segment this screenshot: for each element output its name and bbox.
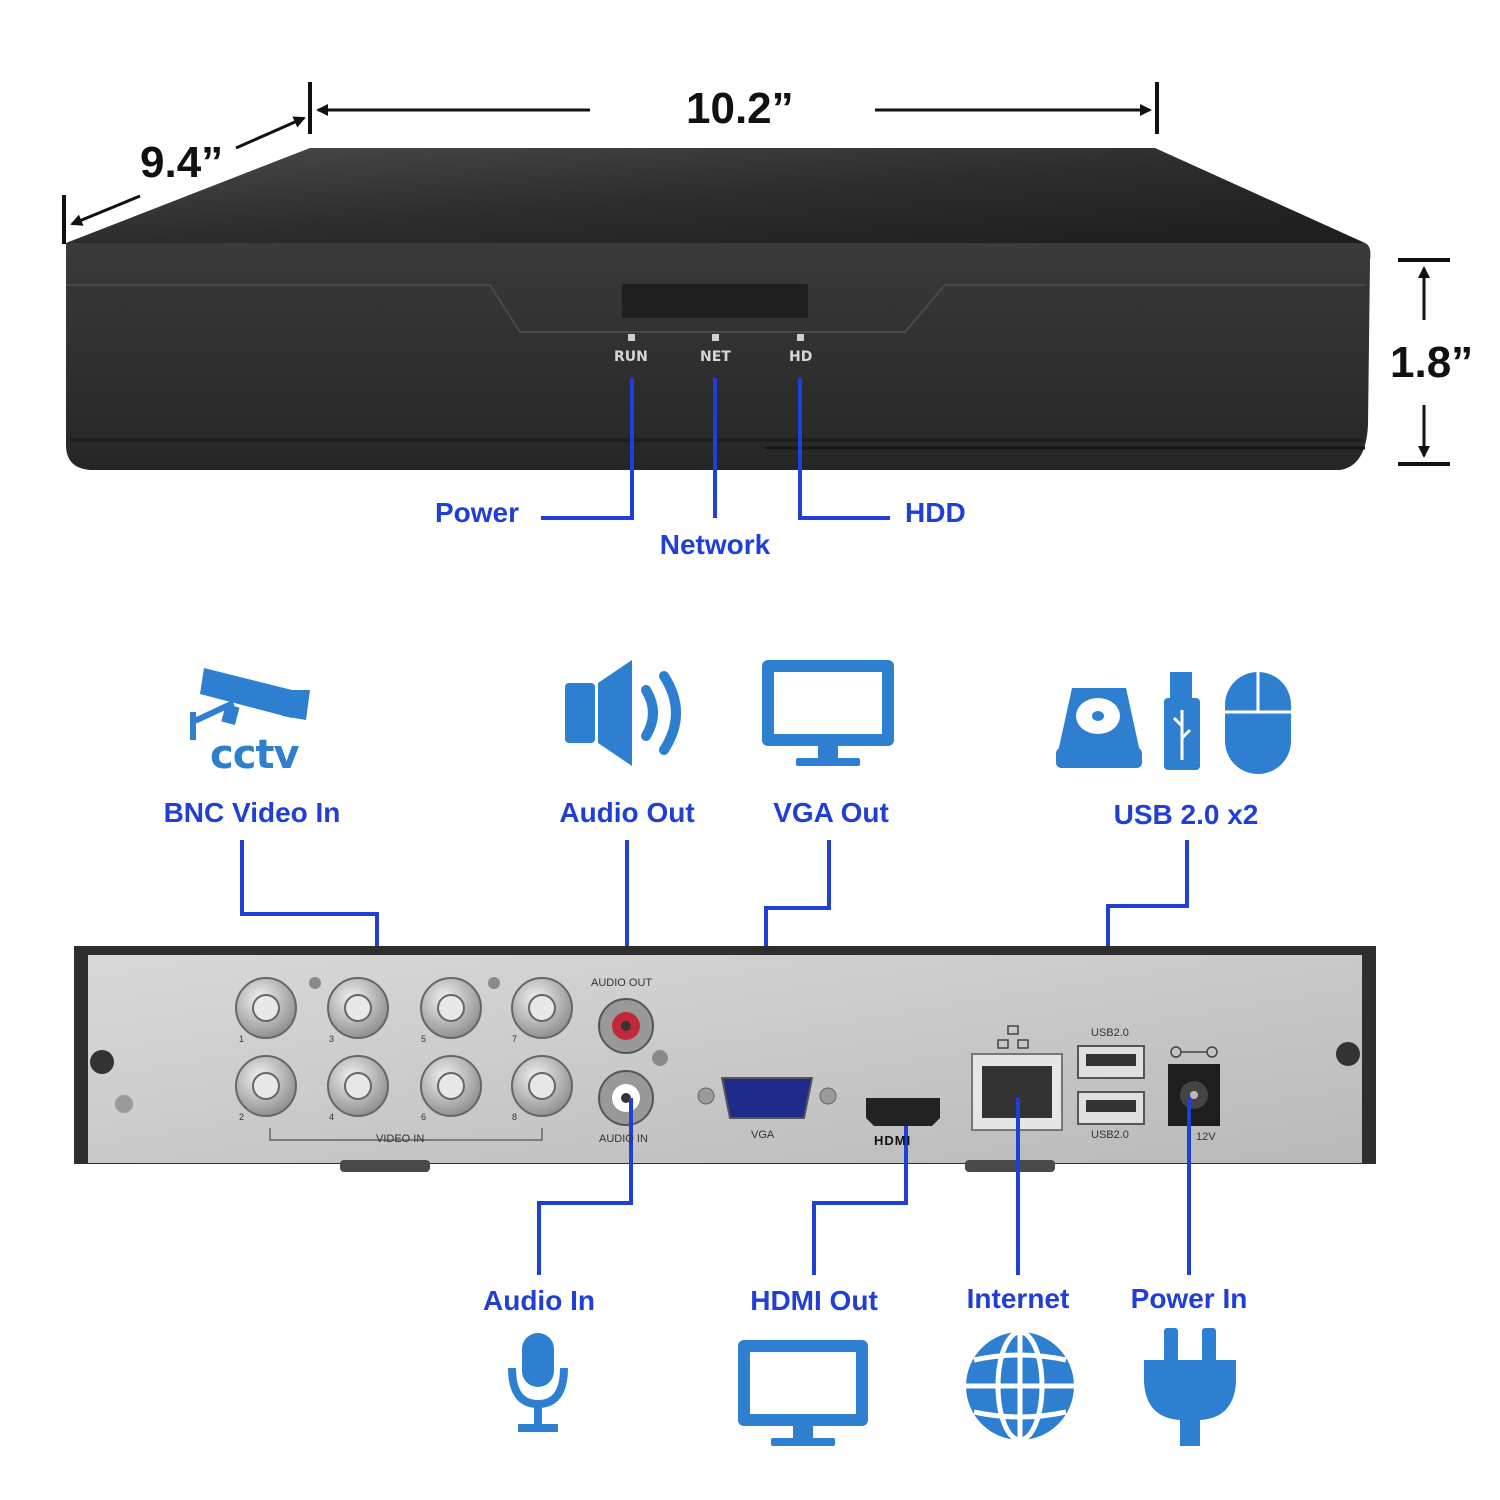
height-dimension-label: 1.8” bbox=[1390, 338, 1474, 387]
usb-stick-icon bbox=[1164, 672, 1200, 770]
hdd-icon bbox=[1056, 688, 1142, 768]
bnc-number-7: 7 bbox=[512, 1034, 518, 1044]
port-label-video-in: VIDEO IN bbox=[376, 1133, 425, 1145]
cctv-icon-text: cctv bbox=[210, 732, 300, 778]
callout-usb: USB 2.0 x2 bbox=[1113, 799, 1259, 830]
display-window bbox=[622, 284, 808, 318]
dvr-top-surface bbox=[66, 148, 1365, 243]
vga-monitor-icon bbox=[762, 660, 894, 766]
callout-hdd: HDD bbox=[905, 497, 966, 528]
dvr-front-face bbox=[66, 243, 1371, 470]
bnc-number-6: 6 bbox=[421, 1112, 427, 1122]
callout-power-in: Power In bbox=[1130, 1283, 1248, 1314]
globe-icon bbox=[966, 1329, 1074, 1443]
port-label-audio-in: AUDIO IN bbox=[599, 1133, 648, 1145]
mouse-icon bbox=[1225, 672, 1291, 774]
port-label-power: 12V bbox=[1196, 1131, 1216, 1143]
callout-network: Network bbox=[659, 529, 771, 560]
hd-led bbox=[797, 334, 804, 341]
vga-port bbox=[720, 1077, 814, 1119]
bnc-connectors bbox=[235, 977, 573, 1117]
callout-bnc-video-in: BNC Video In bbox=[163, 797, 341, 828]
bnc-number-8: 8 bbox=[512, 1112, 518, 1122]
cctv-camera-icon bbox=[190, 668, 310, 740]
bnc-number-3: 3 bbox=[329, 1034, 335, 1044]
led-label-run: RUN bbox=[614, 349, 648, 365]
bnc-number-4: 4 bbox=[329, 1112, 335, 1122]
callout-audio-in: Audio In bbox=[483, 1285, 595, 1316]
callout-vga-out: VGA Out bbox=[773, 797, 889, 828]
dvr-front-view bbox=[66, 148, 1371, 470]
port-label-hdmi: HDMI bbox=[874, 1133, 912, 1148]
width-dimension-label: 10.2” bbox=[686, 84, 794, 133]
callout-hdmi-out: HDMI Out bbox=[750, 1285, 878, 1316]
speaker-icon bbox=[565, 660, 681, 766]
dvr-rear-panel bbox=[74, 946, 1376, 1172]
net-led bbox=[712, 334, 719, 341]
callout-audio-out: Audio Out bbox=[559, 797, 695, 828]
power-plug-icon bbox=[1144, 1328, 1236, 1446]
callout-internet: Internet bbox=[966, 1283, 1070, 1314]
bnc-number-5: 5 bbox=[421, 1034, 427, 1044]
dimension-lines bbox=[62, 82, 1450, 466]
depth-dimension-label: 9.4” bbox=[140, 138, 224, 187]
hdmi-port bbox=[866, 1098, 940, 1126]
port-label-vga: VGA bbox=[751, 1129, 775, 1141]
run-led bbox=[628, 334, 635, 341]
callout-power: Power bbox=[435, 497, 520, 528]
microphone-icon bbox=[508, 1333, 568, 1432]
bottom-callout-lines bbox=[537, 1098, 1191, 1275]
port-label-audio-out: AUDIO OUT bbox=[591, 977, 653, 989]
front-callout-lines bbox=[541, 378, 890, 520]
bnc-number-2: 2 bbox=[239, 1112, 245, 1122]
hdmi-monitor-icon bbox=[738, 1340, 868, 1446]
port-label-usb-top: USB2.0 bbox=[1091, 1027, 1129, 1039]
bnc-number-1: 1 bbox=[239, 1034, 245, 1044]
led-label-hd: HD bbox=[789, 349, 813, 365]
port-label-usb-bottom: USB2.0 bbox=[1091, 1129, 1129, 1141]
led-label-net: NET bbox=[700, 349, 731, 365]
